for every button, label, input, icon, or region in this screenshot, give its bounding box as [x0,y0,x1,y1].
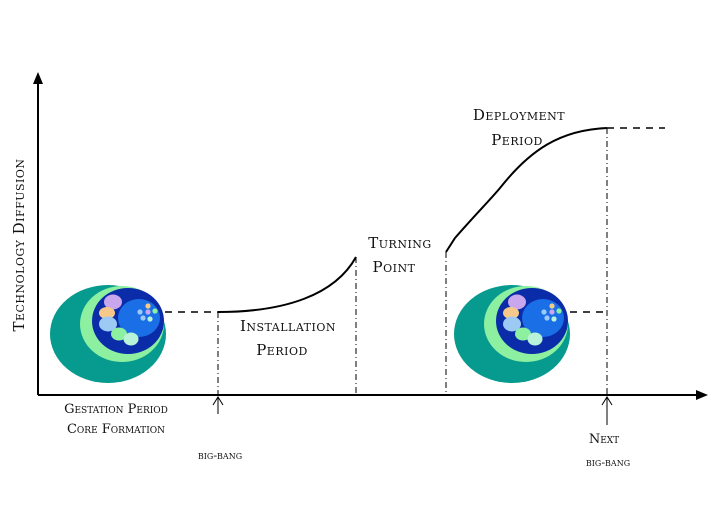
installation-period-label: Period [256,341,308,359]
deployment-label: Deployment [473,106,565,124]
next-big-bang-arrow [601,396,613,425]
axes [33,72,708,400]
y-axis-arrowhead [33,72,43,84]
next-label: Next [589,432,619,447]
deployment-curve [445,127,608,253]
next-core-formation-egg-icon [454,285,570,383]
installation-curve [217,256,357,313]
period-guides [217,128,608,395]
deployment-period-label: Period [491,131,543,149]
turning-label: Turning [368,234,431,252]
big-bang-arrow [212,396,224,414]
x-axis-arrowhead [696,390,708,400]
gestation-period-label: Gestation Period [64,402,168,417]
y-axis-label: Technology Diffusion [10,158,28,331]
core-formation-egg-icon [50,285,166,383]
next-big-bang-label: big-bang [586,456,630,469]
installation-label: Installation [240,317,336,335]
big-bang-label: big-bang [198,449,242,462]
turning-point-label: Point [373,258,416,276]
core-formation-label: Core Formation [67,422,165,437]
